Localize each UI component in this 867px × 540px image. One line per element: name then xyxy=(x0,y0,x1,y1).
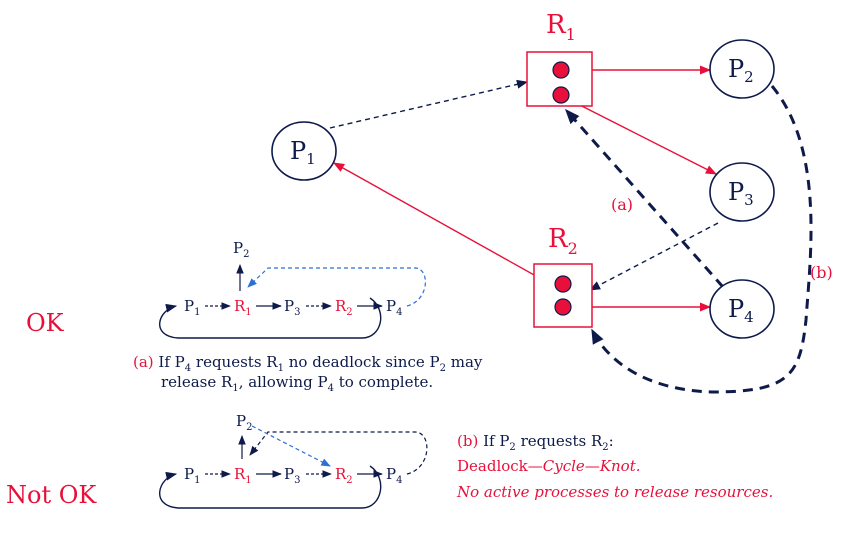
resource-r1-label: R1 xyxy=(546,10,576,44)
notok-caption-line2: Deadlock—Cycle—Knot. xyxy=(457,457,641,475)
ok-arrow-p4-r1-request xyxy=(247,267,427,307)
resource-r2-label: R2 xyxy=(548,224,578,258)
process-p2: P2 xyxy=(709,39,775,99)
ok-label: OK xyxy=(26,309,65,337)
ok-chain-p2: P2 xyxy=(233,239,249,260)
ok-chain-p4: P4 xyxy=(386,297,402,318)
ok-cycle-loop xyxy=(159,297,382,339)
notok-caption-line1: (b) If P2 requests R2: xyxy=(457,432,614,453)
resource-r2: R2 xyxy=(533,224,593,328)
process-p4: P4 xyxy=(709,279,775,339)
ok-chain-r1: R1 xyxy=(234,297,252,318)
notok-chain-p4: P4 xyxy=(386,465,402,486)
svg-text:P3: P3 xyxy=(728,178,754,209)
notok-section: Not OK P2 P1 R1 P3 R2 P4 (b) If P2 reque… xyxy=(6,412,773,509)
notok-chain-p3: P3 xyxy=(284,465,300,486)
process-p1: P1 xyxy=(271,121,337,181)
notok-cycle-loop xyxy=(159,465,382,509)
ok-chain-p3: P3 xyxy=(284,297,300,318)
resource-instance-dot xyxy=(552,61,570,79)
ok-caption-line2: release R1, allowing P4 to complete. xyxy=(161,373,433,394)
resource-instance-dot xyxy=(552,86,570,104)
notok-chain-r2: R2 xyxy=(335,465,353,486)
ok-section: OK P2 P1 R1 P3 R2 P4 (a) If P4 requests … xyxy=(26,239,483,394)
notok-chain-r1: R1 xyxy=(234,465,252,486)
edge-b-p2-request-r2 xyxy=(590,85,813,394)
edge-r1-assigned-p3 xyxy=(561,95,717,175)
resource-r1: R1 xyxy=(526,10,593,107)
edge-p1-request-r1 xyxy=(329,79,529,129)
main-graph: (a) (b) R1 R2 P1 P2 P3 xyxy=(271,10,833,394)
ok-caption-line1: (a) If P4 requests R1 no deadlock since … xyxy=(133,353,483,374)
resource-instance-dot xyxy=(554,275,572,293)
notok-chain-p2: P2 xyxy=(236,412,252,433)
notok-arrow-p2-r2-request xyxy=(251,425,331,467)
edge-label-a: (a) xyxy=(611,195,633,214)
edge-label-b: (b) xyxy=(810,263,833,282)
ok-chain-p1: P1 xyxy=(184,297,200,318)
svg-text:P1: P1 xyxy=(290,137,316,168)
process-p3: P3 xyxy=(709,162,775,222)
ok-chain-r2: R2 xyxy=(335,297,353,318)
edge-r2-assigned-p1 xyxy=(333,162,553,286)
edge-p3-request-r2 xyxy=(589,222,719,291)
svg-text:P2: P2 xyxy=(728,55,754,86)
svg-text:P4: P4 xyxy=(728,295,754,326)
notok-chain-p1: P1 xyxy=(184,465,200,486)
notok-arrow-p4-r1-request xyxy=(249,431,428,475)
edge-a-p4-request-r1 xyxy=(564,108,725,288)
notok-caption-line3: No active processes to release resources… xyxy=(456,483,773,501)
notok-label: Not OK xyxy=(6,481,97,509)
resource-instance-dot xyxy=(554,298,572,316)
